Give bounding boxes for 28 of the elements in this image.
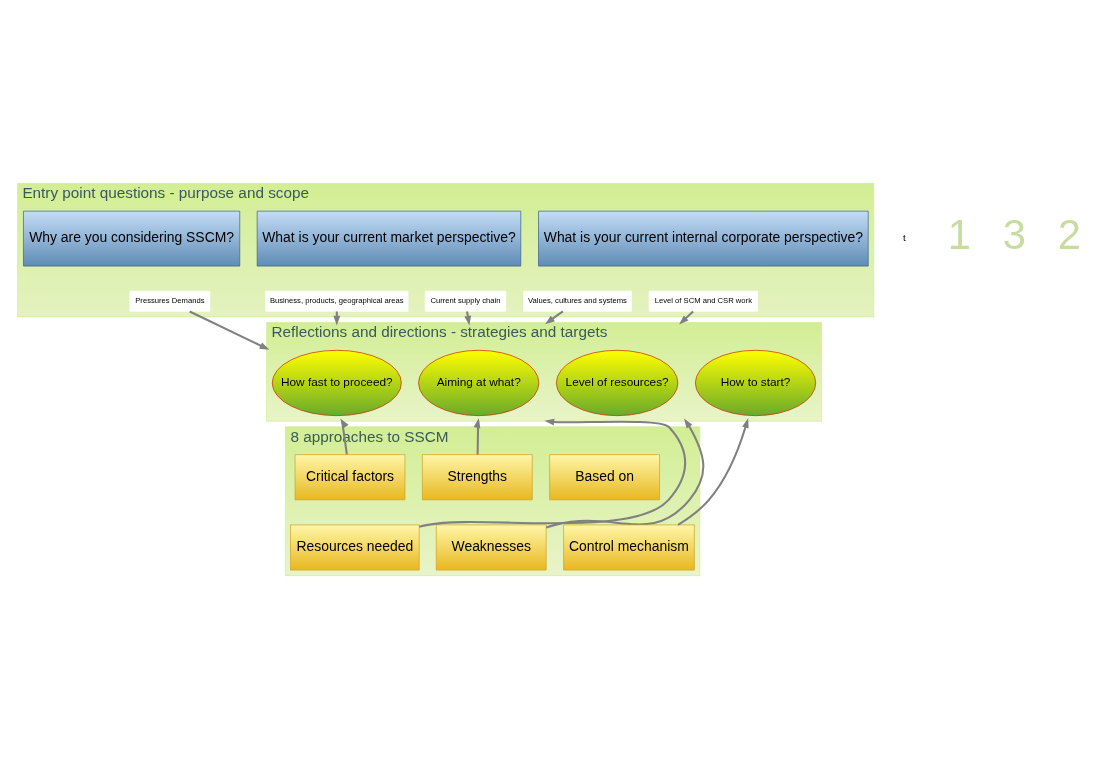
node-box: Level of SCM and CSR work bbox=[648, 290, 758, 312]
arrow bbox=[419, 418, 687, 528]
node-box: Current supply chain bbox=[424, 290, 507, 312]
label: 3 bbox=[1002, 210, 1026, 258]
node-box: Strengths bbox=[422, 453, 533, 500]
label: 1 bbox=[947, 210, 971, 258]
label: t bbox=[903, 231, 906, 243]
label: 2 bbox=[1057, 210, 1081, 258]
node-box: Business, products, geographical areas bbox=[265, 290, 409, 312]
node-box: Pressures Demands bbox=[129, 290, 211, 312]
node-box: Critical factors bbox=[294, 453, 406, 500]
node-ellipse: Level of resources? bbox=[556, 349, 679, 416]
node-box: Values, cultures and systems bbox=[523, 290, 632, 312]
node-ellipse: How fast to proceed? bbox=[271, 349, 402, 416]
arrow bbox=[333, 310, 341, 326]
arrow bbox=[189, 310, 270, 350]
arrow bbox=[473, 417, 481, 455]
node-box: Why are you considering SSCM? bbox=[23, 210, 241, 266]
node-box: What is your current market perspective? bbox=[256, 210, 522, 266]
arrow bbox=[677, 417, 749, 526]
arrow bbox=[545, 418, 705, 528]
node-box: What is your current internal corporate perspective? bbox=[538, 210, 869, 266]
node-box: Resources needed bbox=[290, 524, 420, 570]
node-box: Based on bbox=[549, 453, 660, 500]
node-box: Control mechanism bbox=[563, 524, 695, 570]
node-box: Weaknesses bbox=[435, 524, 547, 570]
node-ellipse: How to start? bbox=[695, 349, 817, 416]
node-ellipse: Aiming at what? bbox=[418, 349, 540, 416]
